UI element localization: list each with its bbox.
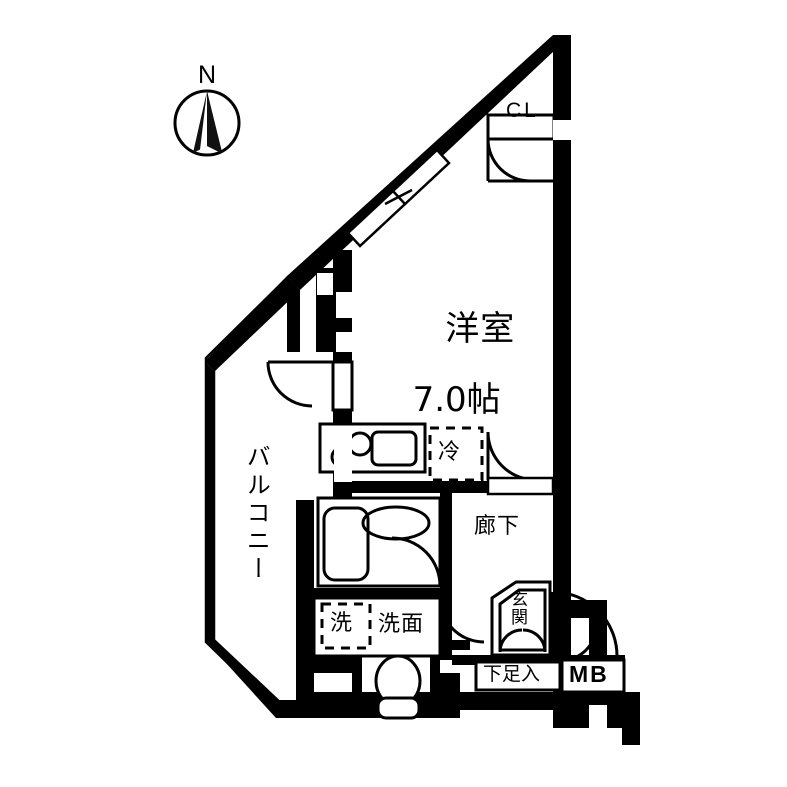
- main-room-label: 洋室 7.0帖: [398, 276, 515, 490]
- vanity-label: 洗面: [378, 612, 425, 637]
- room-door-swing: [266, 360, 354, 412]
- door-swings: [266, 138, 639, 745]
- entrance-label: 玄関: [507, 590, 527, 626]
- bath-door-swing: [391, 536, 442, 588]
- entrance-door-swing: [551, 590, 619, 657]
- compass-rose: [173, 89, 241, 157]
- main-room-size: 7.0帖: [412, 380, 501, 421]
- fixture-outlines: [204, 113, 626, 720]
- unit-bath-outline: [316, 496, 442, 588]
- closet-label: CL: [506, 99, 539, 122]
- shoe-box-label: 下足入: [483, 663, 541, 685]
- vanity-door-swing: [438, 597, 485, 644]
- room-corridor-door-swing: [486, 431, 555, 496]
- balcony-label: バルコニー: [242, 444, 271, 584]
- balcony-railing: [204, 275, 297, 713]
- refrigerator-dashed-box: [428, 426, 484, 482]
- meter-box-label: MB: [569, 661, 609, 687]
- main-room-name: 洋室: [445, 308, 516, 349]
- genkan-inner-door-swings: [498, 628, 547, 653]
- washer-label: 洗: [330, 611, 354, 636]
- shoe-box-outline: [474, 660, 562, 692]
- compass-north-label: N: [198, 61, 217, 89]
- refrigerator-label: 冷: [438, 440, 462, 465]
- corridor-label: 廊下: [474, 514, 521, 539]
- toilet-outline: [374, 654, 422, 720]
- exterior-door-swing: [589, 705, 639, 745]
- closet-box: [486, 113, 556, 141]
- meter-box-door-swing: [561, 625, 598, 662]
- washer-dashed-box: [320, 602, 372, 650]
- appliance-placeholders: [320, 426, 484, 650]
- angled-window: [346, 148, 451, 248]
- closet-door-swing: [486, 138, 553, 183]
